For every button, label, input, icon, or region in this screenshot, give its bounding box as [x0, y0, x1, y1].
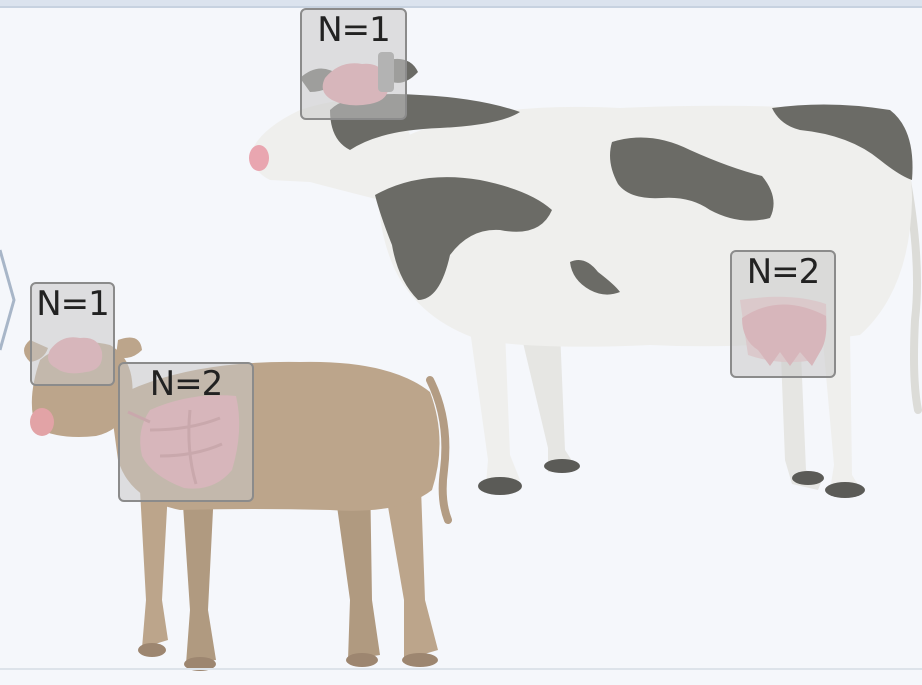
- calf-brain-callout: N=1: [30, 282, 115, 386]
- calf-lung-count-label: N=2: [120, 366, 252, 402]
- adult-udder-count-label: N=2: [732, 254, 834, 290]
- calf-lung-callout: N=2: [118, 362, 254, 502]
- bottom-divider: [0, 668, 922, 670]
- left-chevron-icon: [0, 250, 14, 350]
- calf-brain-count-label: N=1: [32, 286, 113, 322]
- adult-udder-callout: N=2: [730, 250, 836, 378]
- adult-brain-callout: N=1: [300, 8, 407, 120]
- adult-brain-count-label: N=1: [302, 12, 405, 48]
